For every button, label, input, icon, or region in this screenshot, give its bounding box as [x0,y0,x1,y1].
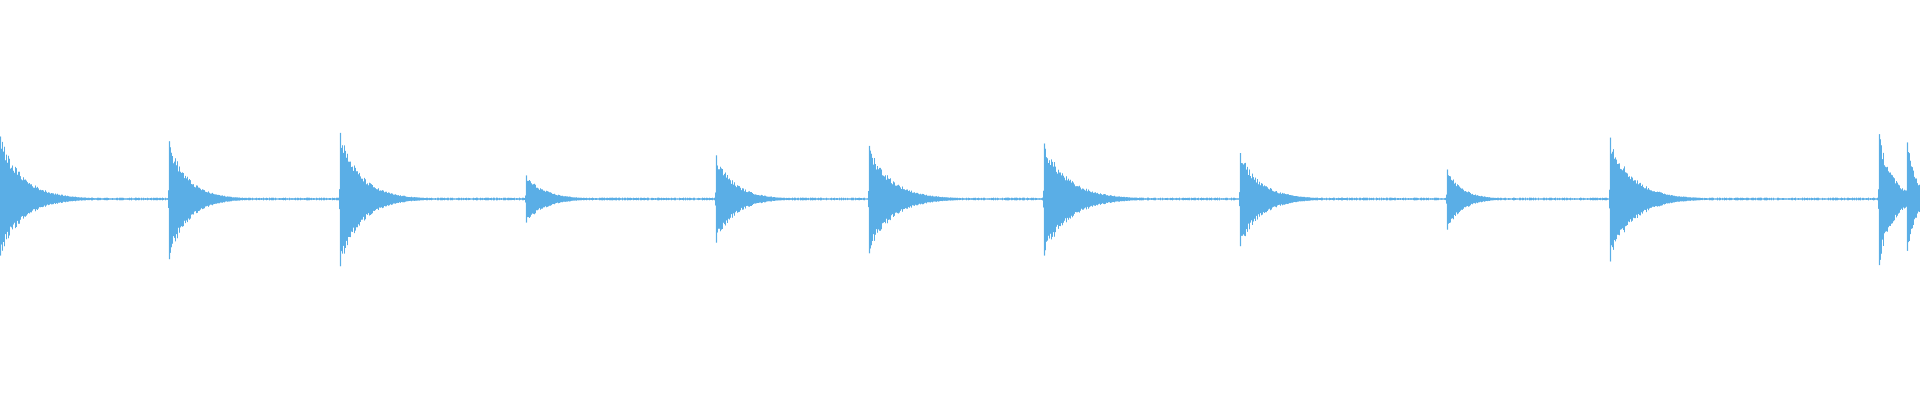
waveform-group [0,132,1920,267]
waveform-signal [0,134,1920,265]
